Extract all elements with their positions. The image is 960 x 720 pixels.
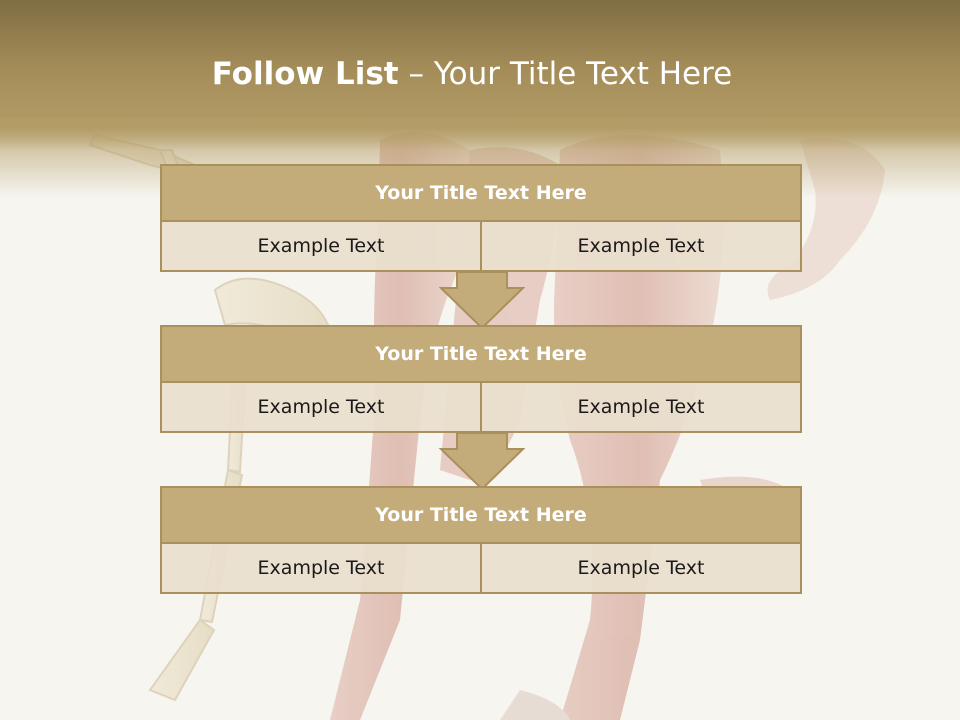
block-title: Your Title Text Here: [160, 486, 802, 544]
slide-title-rest: – Your Title Text Here: [408, 56, 733, 92]
list-block-1: Your Title Text Here Example Text Exampl…: [160, 164, 802, 272]
down-arrow-icon: [439, 271, 525, 330]
block-row: Example Text Example Text: [160, 222, 802, 272]
block-cell-left: Example Text: [162, 383, 480, 431]
block-cell-right: Example Text: [480, 383, 800, 431]
block-cell-right: Example Text: [480, 222, 800, 270]
block-row: Example Text Example Text: [160, 544, 802, 594]
block-cell-right: Example Text: [480, 544, 800, 592]
block-row: Example Text Example Text: [160, 383, 802, 433]
slide-title-bold: Follow List: [211, 56, 399, 92]
slide-title: Follow List – Your Title Text Here: [0, 54, 944, 94]
list-block-3: Your Title Text Here Example Text Exampl…: [160, 486, 802, 594]
block-cell-left: Example Text: [162, 222, 480, 270]
list-block-2: Your Title Text Here Example Text Exampl…: [160, 325, 802, 433]
block-title: Your Title Text Here: [160, 164, 802, 222]
down-arrow-icon: [439, 432, 525, 491]
block-cell-left: Example Text: [162, 544, 480, 592]
block-title: Your Title Text Here: [160, 325, 802, 383]
